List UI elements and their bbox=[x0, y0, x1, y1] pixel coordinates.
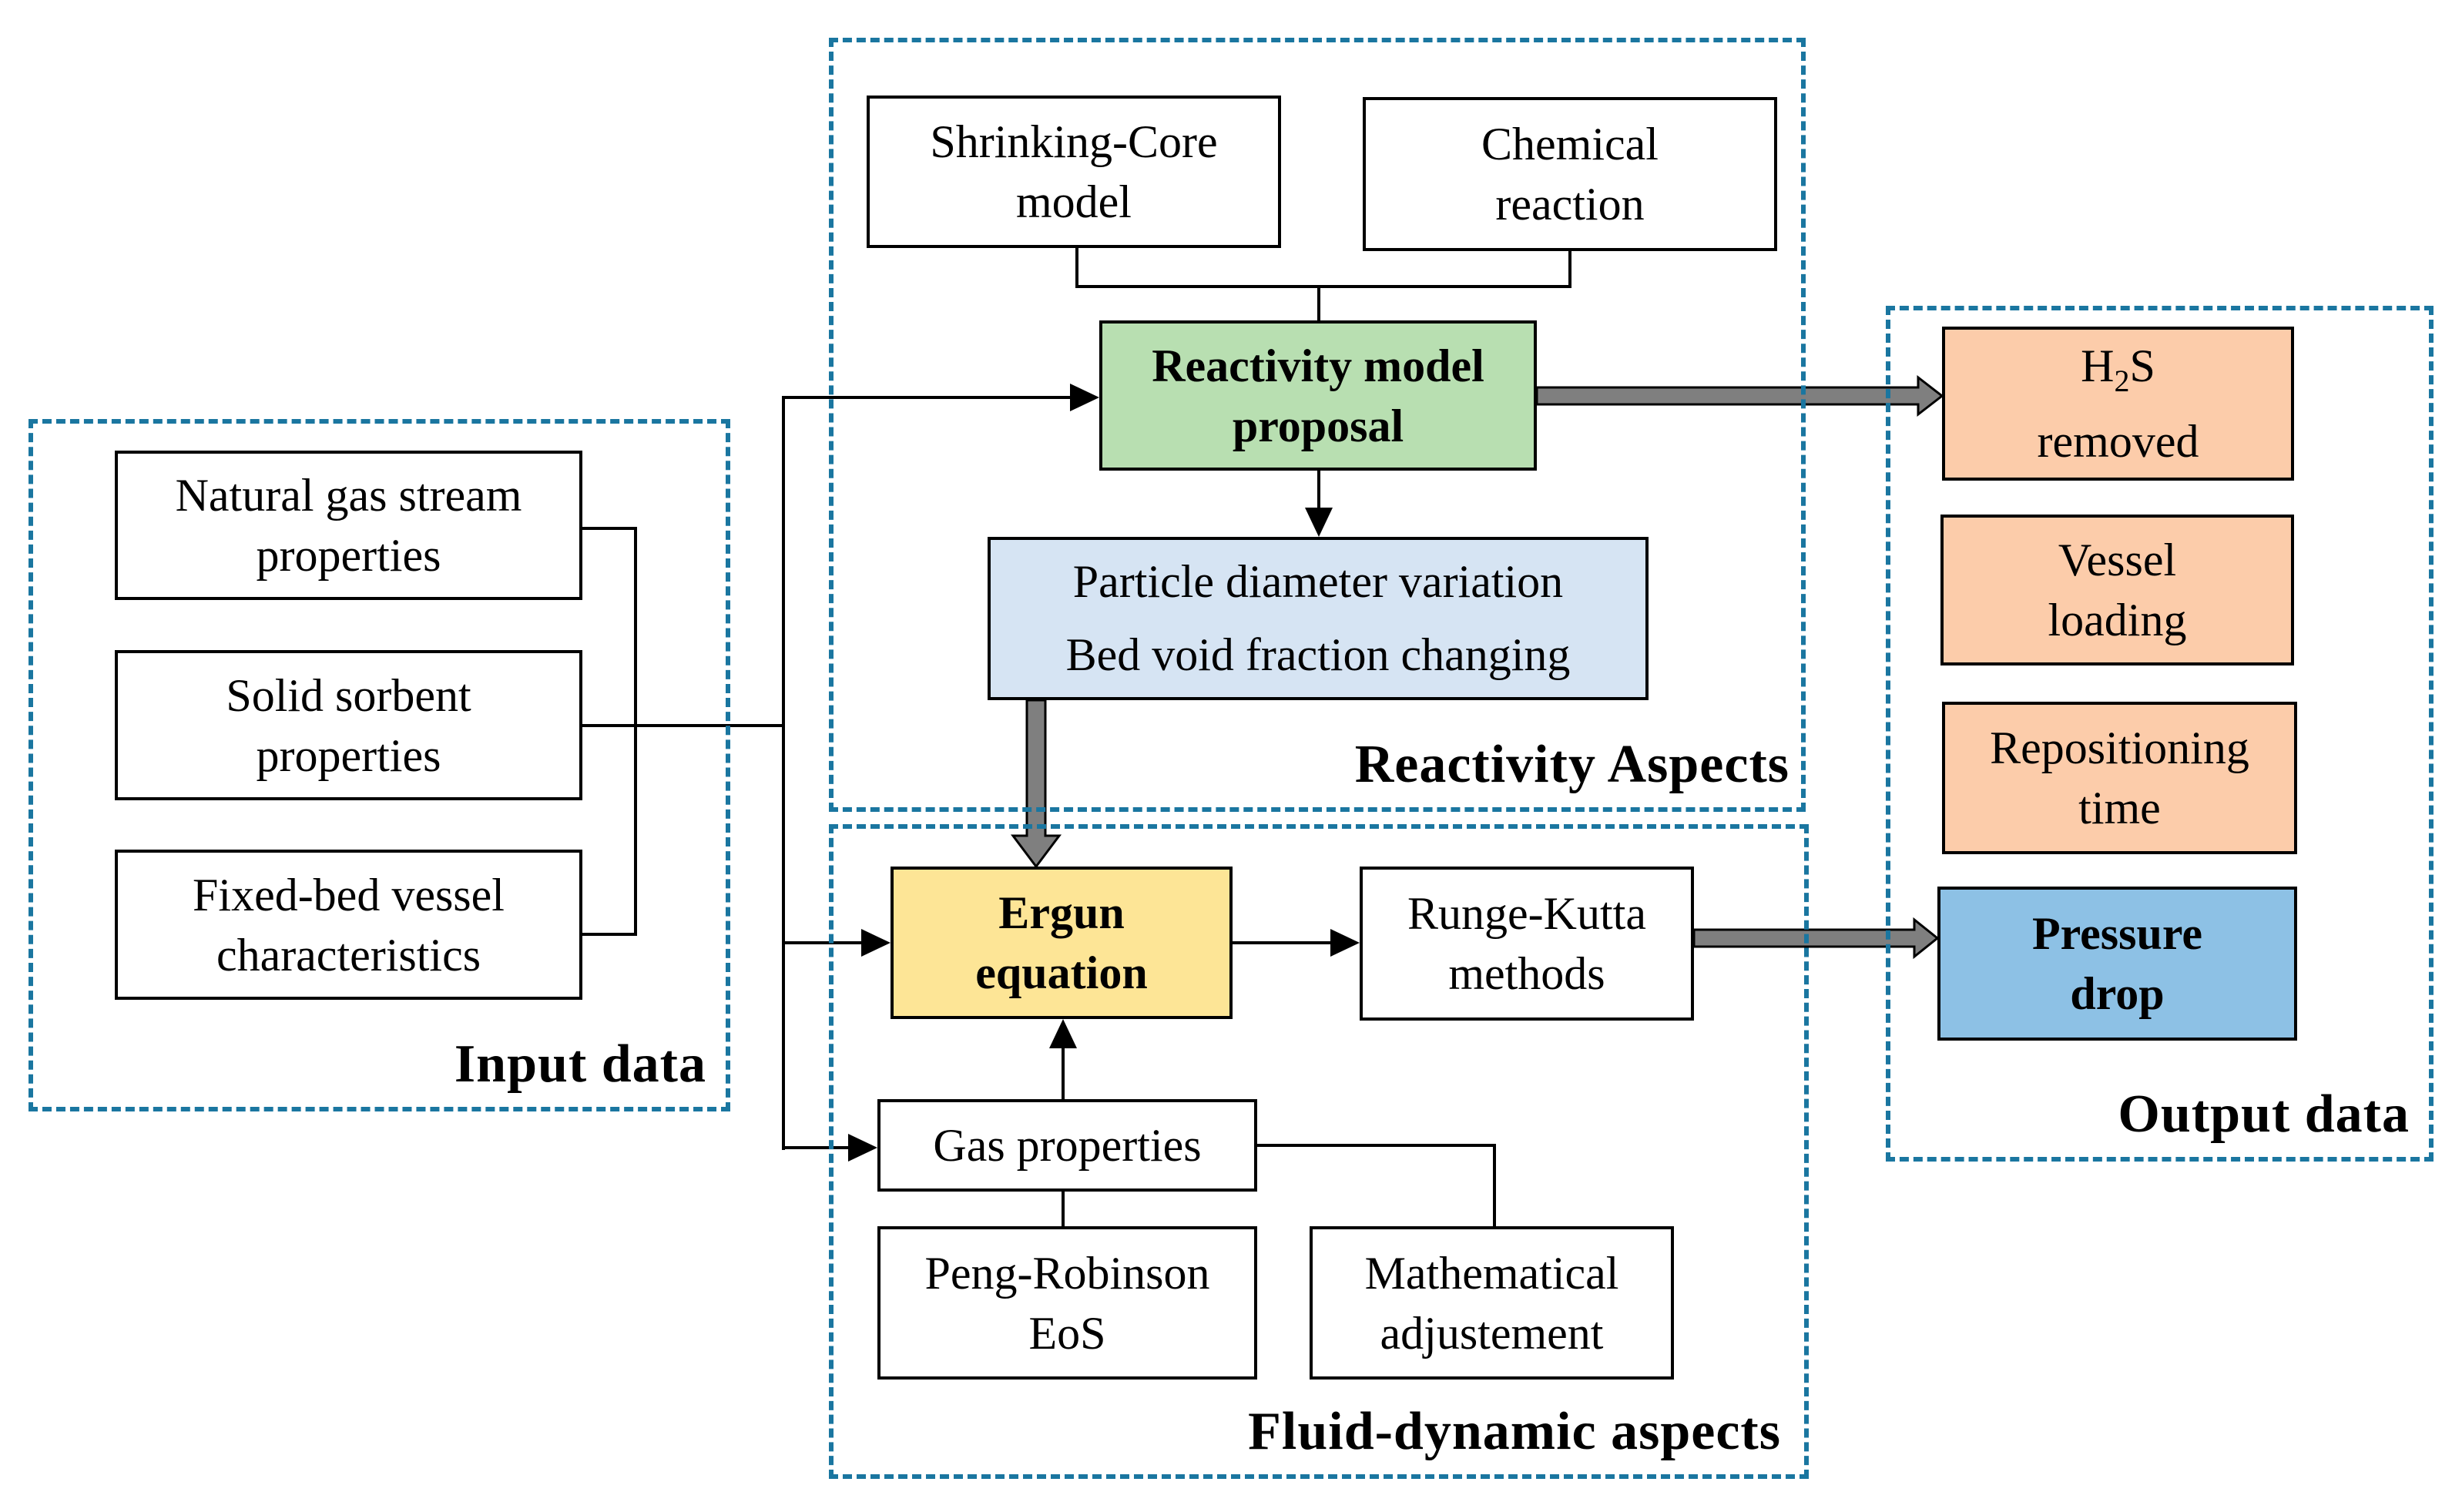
box-text: EoS bbox=[1028, 1307, 1106, 1359]
box-text: Fixed-bed vessel bbox=[193, 869, 505, 920]
arrowhead bbox=[848, 1134, 877, 1162]
chemical-reaction-box: Chemical reaction bbox=[1363, 97, 1777, 251]
group-fluid-dynamic-aspects: Fluid-dynamic aspects bbox=[829, 824, 1809, 1479]
pressure-drop-box: Pressure drop bbox=[1937, 887, 2297, 1041]
arrowhead bbox=[1049, 1019, 1077, 1048]
mathematical-adjustement-box: Mathematical adjustement bbox=[1310, 1226, 1674, 1380]
box-text: Reactivity model bbox=[1152, 340, 1484, 391]
box-text: Shrinking-Core bbox=[930, 116, 1218, 167]
particle-bed-variation-box: Particle diameter variation Bed void fra… bbox=[988, 537, 1649, 700]
group-reactivity-aspects: Reactivity Aspects bbox=[829, 38, 1806, 812]
group-label: Output data bbox=[2118, 1085, 2410, 1144]
h2s-subscript: 2 bbox=[2114, 364, 2130, 398]
box-text: drop bbox=[2070, 968, 2165, 1019]
reactivity-bracket bbox=[1075, 248, 1571, 288]
box-text: characteristics bbox=[216, 929, 481, 981]
thick-arrow-ergun bbox=[1011, 699, 1062, 869]
arrowhead bbox=[1070, 384, 1099, 411]
shrinking-core-model-box: Shrinking-Core model bbox=[867, 96, 1281, 248]
box-text: proposal bbox=[1232, 400, 1404, 451]
repositioning-time-box: Repositioning time bbox=[1942, 702, 2297, 854]
vessel-loading-box: Vessel loading bbox=[1940, 515, 2294, 665]
h2s-s: S bbox=[2129, 340, 2155, 391]
box-text: adjustement bbox=[1380, 1307, 1604, 1359]
box-text: Runge-Kutta bbox=[1407, 888, 1646, 939]
peng-robinson-eos-box: Peng-Robinson EoS bbox=[877, 1226, 1257, 1380]
runge-kutta-methods-box: Runge-Kutta methods bbox=[1360, 867, 1694, 1021]
box-text: equation bbox=[975, 947, 1148, 998]
group-input-data: Input data bbox=[29, 419, 730, 1111]
fixed-bed-vessel-box: Fixed-bed vessel characteristics bbox=[115, 850, 582, 1000]
thick-arrow-pressure bbox=[1692, 917, 1940, 960]
arrowhead bbox=[1305, 508, 1333, 537]
box-text: Bed void fraction changing bbox=[1065, 629, 1571, 680]
box-text: loading bbox=[2048, 595, 2187, 645]
arrowhead bbox=[861, 929, 891, 957]
reactivity-model-proposal-box: Reactivity model proposal bbox=[1099, 320, 1537, 471]
group-label: Input data bbox=[454, 1034, 706, 1094]
group-label: Reactivity Aspects bbox=[1354, 735, 1789, 794]
box-text: Ergun bbox=[998, 887, 1125, 938]
group-output-data: Output data bbox=[1886, 306, 2433, 1162]
box-text: model bbox=[1016, 176, 1132, 227]
box-text: Mathematical bbox=[1364, 1247, 1619, 1299]
ergun-equation-box: Ergun equation bbox=[891, 867, 1233, 1019]
input-bracket bbox=[582, 527, 637, 936]
h2s-h: H bbox=[2081, 340, 2115, 391]
box-text: Vessel bbox=[2058, 535, 2177, 585]
box-text: Chemical bbox=[1481, 119, 1659, 169]
box-text: properties bbox=[256, 729, 441, 781]
box-text: Gas properties bbox=[933, 1120, 1202, 1171]
box-text: methods bbox=[1448, 948, 1605, 999]
box-text: Peng-Robinson bbox=[924, 1247, 1210, 1299]
solid-sorbent-properties-box: Solid sorbent properties bbox=[115, 650, 582, 800]
box-text: properties bbox=[256, 530, 441, 581]
arrowhead bbox=[1330, 929, 1360, 957]
box-text: Pressure bbox=[2031, 908, 2203, 959]
gas-properties-box: Gas properties bbox=[877, 1099, 1257, 1192]
group-label: Fluid-dynamic aspects bbox=[1248, 1402, 1781, 1461]
h2s-removed-box: H2S removed bbox=[1942, 327, 2294, 481]
box-text: time bbox=[2078, 783, 2161, 833]
natural-gas-stream-properties-box: Natural gas stream properties bbox=[115, 451, 582, 600]
box-text: removed bbox=[2037, 416, 2199, 467]
box-text: Particle diameter variation bbox=[1072, 556, 1564, 607]
thick-arrow-h2s bbox=[1535, 374, 1944, 417]
box-text: Solid sorbent bbox=[226, 669, 471, 721]
box-text: reaction bbox=[1495, 179, 1645, 230]
box-text: H2S bbox=[2081, 336, 2155, 411]
box-text: Natural gas stream bbox=[175, 470, 522, 521]
box-text: Repositioning bbox=[1990, 722, 2249, 773]
